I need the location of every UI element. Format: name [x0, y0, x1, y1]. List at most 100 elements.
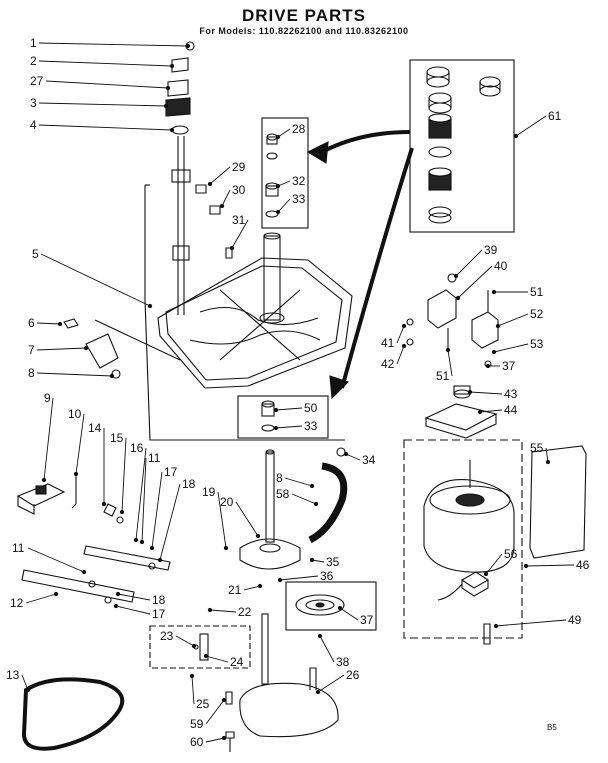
callout-c58: 58: [276, 487, 290, 501]
spacer-box: [237, 395, 329, 439]
callout-c53: 53: [530, 337, 544, 351]
leader-dot-c35: [309, 557, 315, 563]
leader-dot-c33a: [275, 209, 281, 215]
leader-dot-c8b: [309, 483, 315, 489]
leader-line-c12: [25, 593, 57, 604]
kit-arrows: [321, 130, 414, 389]
callout-c13: 13: [6, 668, 20, 682]
drive-belt-13: [21, 677, 125, 751]
switch-assembly: [16, 474, 77, 515]
leader-dot-c18b: [115, 591, 121, 597]
leader-dot-c43: [467, 389, 473, 395]
leader-dot-c5: [147, 303, 153, 309]
callout-c14: 14: [88, 421, 102, 435]
callout-c39: 39: [484, 243, 498, 257]
callout-c2: 2: [30, 54, 37, 68]
leader-dot-c28: [275, 134, 281, 140]
leader-line-c24: [205, 655, 229, 663]
callout-c50: 50: [304, 401, 318, 415]
callout-c22: 22: [238, 605, 252, 619]
leader-dot-c39: [453, 273, 459, 279]
capacitor-56: [437, 571, 490, 601]
leader-dot-c1: [185, 43, 191, 49]
leader-dot-c59: [221, 697, 227, 703]
callout-c37a: 37: [502, 359, 516, 373]
leader-dot-c29: [207, 181, 213, 187]
leader-line-c22: [209, 609, 237, 613]
leader-line-c53: [493, 343, 529, 353]
leader-dot-c53: [491, 349, 497, 355]
leader-dot-c40: [455, 295, 461, 301]
leader-dot-c26: [315, 689, 321, 695]
leader-dot-c6: [57, 321, 63, 327]
callout-c38: 38: [336, 655, 350, 669]
leader-line-c32: [277, 180, 291, 187]
page-code: B5: [547, 723, 557, 732]
leader-dot-c41: [401, 323, 407, 329]
callout-c9: 9: [44, 391, 51, 405]
callout-c17b: 17: [152, 607, 166, 621]
leader-dot-c30: [219, 203, 225, 209]
callout-c30: 30: [232, 183, 246, 197]
leader-line-c11b: [27, 547, 85, 573]
tube-parts-box: [261, 117, 309, 229]
leader-dot-c44: [477, 409, 483, 415]
leader-line-c23: [175, 635, 195, 647]
motor-bracket-parts: [406, 273, 499, 439]
leader-line-c46: [525, 564, 575, 567]
kit-bearing-stack: [428, 92, 452, 224]
leader-dot-c9: [41, 477, 47, 483]
callout-c51b: 51: [436, 369, 450, 383]
leader-dot-c60: [221, 735, 227, 741]
callout-c29: 29: [232, 160, 246, 174]
callout-c18b: 18: [152, 593, 166, 607]
callout-c60: 60: [190, 735, 204, 749]
leader-line-c55: [545, 447, 549, 463]
leader-dot-c3: [163, 103, 169, 109]
leader-dot-c7: [83, 345, 89, 351]
leader-line-c38: [319, 635, 335, 663]
part-34: [336, 447, 346, 457]
spin-tube: [259, 232, 285, 324]
callout-c40: 40: [494, 259, 508, 273]
brake-shaft-assembly: [165, 41, 233, 315]
leader-dot-c11a: [139, 539, 145, 545]
callout-c49: 49: [568, 613, 582, 627]
callout-c4: 4: [30, 118, 37, 132]
leader-line-c19: [217, 491, 227, 549]
leader-line-c8b: [284, 477, 313, 487]
callout-c32: 32: [292, 174, 306, 188]
leader-dot-c23: [191, 643, 197, 649]
arrow-head-upper: [306, 141, 329, 164]
callout-c55: 55: [530, 441, 544, 455]
mounting-plate: [144, 184, 353, 441]
leader-line-c18b: [117, 593, 151, 601]
leader-dot-c20: [255, 533, 261, 539]
callout-c51a: 51: [530, 285, 544, 299]
callout-c61: 61: [548, 109, 562, 123]
shield-55: [529, 445, 587, 559]
pulley-37: [295, 594, 345, 616]
motor-46: [423, 460, 515, 573]
leader-line-c8a: [36, 372, 113, 377]
callout-c36: 36: [320, 569, 334, 583]
leader-line-c25: [191, 675, 195, 705]
callout-c11a: 11: [148, 451, 161, 465]
callout-c24: 24: [230, 655, 244, 669]
leader-line-c1: [38, 42, 189, 47]
leader-dot-c11b: [81, 569, 87, 575]
leader-line-c56: [485, 553, 503, 575]
shift-box: [149, 625, 251, 669]
callout-c44: 44: [504, 403, 518, 417]
leader-line-c11a: [141, 457, 147, 543]
leader-dot-c32: [275, 183, 281, 189]
leader-dot-c13: [25, 687, 31, 693]
leader-line-c29: [209, 166, 231, 185]
leader-line-c10: [75, 413, 85, 475]
transmission-shaft: [239, 449, 301, 570]
callout-c25: 25: [196, 697, 210, 711]
leader-line-c30: [221, 189, 231, 207]
leader-dot-c15: [119, 509, 125, 515]
leader-dot-c61: [513, 133, 519, 139]
leader-line-c42: [396, 345, 405, 365]
